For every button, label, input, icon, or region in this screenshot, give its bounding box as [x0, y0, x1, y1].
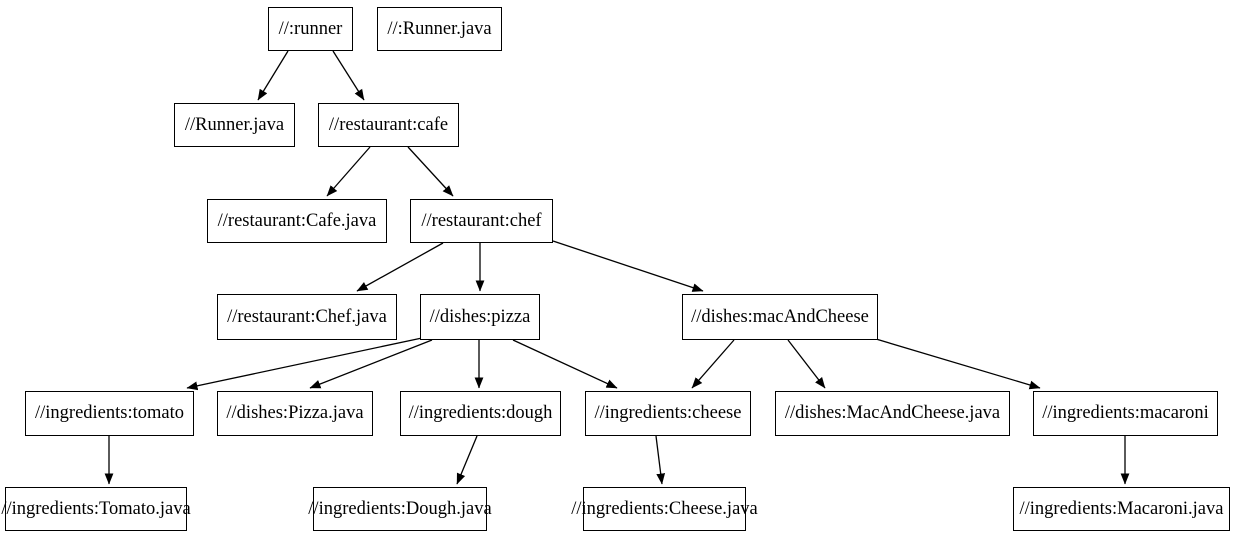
graph-node-label: //ingredients:Cheese.java: [571, 498, 758, 519]
graph-node-label: //ingredients:dough: [408, 403, 553, 424]
graph-node-cafe-java: //restaurant:Cafe.java: [207, 199, 387, 243]
graph-node-pizza: //dishes:pizza: [420, 294, 540, 340]
graph-node-runner-java-lib: //:Runner.java: [377, 7, 502, 51]
graph-node-macaroni-java: //ingredients:Macaroni.java: [1013, 487, 1230, 531]
graph-edge-pizza-to-pizza-java: [309, 339, 433, 389]
graph-node-dough-java: //ingredients:Dough.java: [308, 487, 492, 531]
graph-edge-runner-to-cafe: [332, 50, 365, 101]
graph-node-runner: //:runner: [268, 7, 353, 51]
graph-edge-pizza-to-tomato: [186, 337, 423, 391]
graph-node-label: //restaurant:cafe: [328, 114, 449, 135]
graph-node-label: //ingredients:Tomato.java: [1, 498, 191, 519]
graph-node-label: //dishes:MacAndCheese.java: [784, 403, 1001, 424]
graph-node-mac-java: //dishes:MacAndCheese.java: [775, 391, 1010, 436]
graph-edge-dough-to-dough-java: [456, 435, 478, 485]
graph-edge-runner-to-runner-java: [257, 50, 289, 101]
graph-node-label: //restaurant:Chef.java: [227, 306, 387, 327]
graph-node-label: //dishes:Pizza.java: [226, 403, 364, 424]
graph-edge-cafe-to-chef: [407, 146, 454, 197]
graph-node-tomato-java: //ingredients:Tomato.java: [1, 487, 191, 531]
graph-node-label: //ingredients:Dough.java: [308, 498, 492, 519]
graph-node-pizza-java: //dishes:Pizza.java: [217, 391, 373, 436]
graph-edge-mac-and-cheese-to-macaroni: [875, 338, 1041, 390]
graph-node-label: //:Runner.java: [387, 18, 492, 39]
graph-node-label: //ingredients:cheese: [594, 403, 742, 424]
graph-edge-chef-to-chef-java: [356, 242, 444, 292]
graph-node-label: //restaurant:Cafe.java: [217, 210, 377, 231]
graph-node-tomato: //ingredients:tomato: [25, 391, 194, 436]
graph-edge-chef-to-mac-and-cheese: [552, 240, 704, 292]
graph-node-cheese: //ingredients:cheese: [585, 391, 751, 436]
graph-edge-pizza-to-cheese: [512, 339, 618, 389]
graph-node-chef: //restaurant:chef: [410, 199, 553, 243]
graph-edge-cheese-to-cheese-java: [655, 435, 666, 485]
graph-node-chef-java: //restaurant:Chef.java: [217, 294, 397, 340]
graph-node-cafe: //restaurant:cafe: [318, 103, 459, 147]
graph-node-label: //dishes:pizza: [429, 306, 531, 327]
graph-edge-mac-and-cheese-to-mac-java: [787, 339, 826, 389]
graph-node-label: //ingredients:Macaroni.java: [1019, 498, 1224, 519]
graph-node-dough: //ingredients:dough: [400, 391, 561, 436]
graph-node-label: //:runner: [278, 18, 343, 39]
graph-node-label: //dishes:macAndCheese: [691, 306, 869, 327]
graph-node-label: //ingredients:macaroni: [1042, 403, 1209, 424]
graph-edge-mac-and-cheese-to-cheese: [691, 339, 735, 389]
graph-node-label: //restaurant:chef: [421, 210, 542, 231]
graph-node-label: //ingredients:tomato: [34, 403, 184, 424]
graph-node-macaroni: //ingredients:macaroni: [1033, 391, 1218, 436]
graph-node-runner-java: //Runner.java: [174, 103, 295, 147]
graph-node-mac-and-cheese: //dishes:macAndCheese: [682, 294, 878, 340]
graph-node-label: //Runner.java: [184, 114, 285, 135]
graph-node-cheese-java: //ingredients:Cheese.java: [571, 487, 758, 531]
graph-edge-cafe-to-cafe-java: [326, 146, 371, 197]
